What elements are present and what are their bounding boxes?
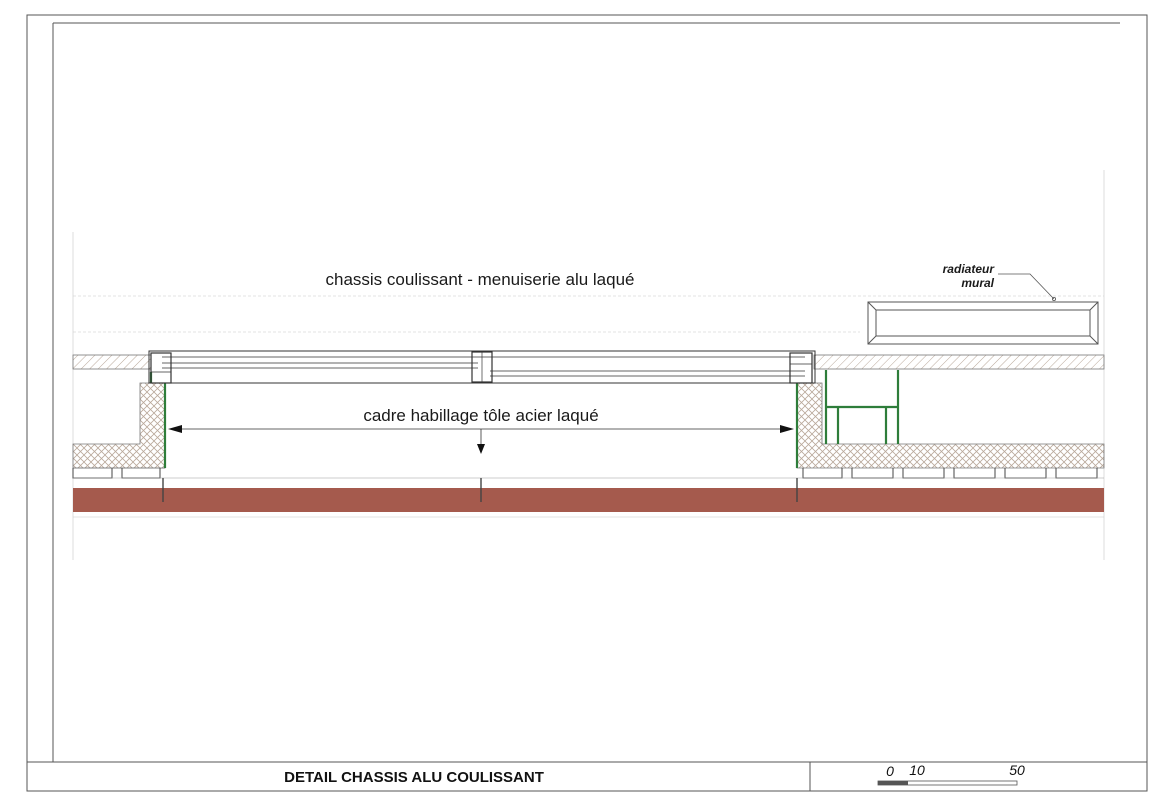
right-wall-insulation [796,382,1105,479]
wall-radiator [867,301,1099,345]
label-chassis-coulissant: chassis coulissant - menuiserie alu laqu… [326,270,635,289]
sliding-window-frame [148,350,816,384]
wall-sill [72,354,1105,370]
radiator-leader-line [998,273,1055,300]
scale-tick-10: 10 [909,762,925,778]
label-mural: mural [961,276,994,290]
scale-tick-0: 0 [886,763,894,779]
left-wall-insulation [72,382,166,479]
label-cadre-habillage: cadre habillage tôle acier laqué [363,406,598,425]
label-radiateur: radiateur [943,262,996,276]
scale-bar: 0 10 50 [877,762,1025,786]
cadre-dimension-line [168,425,794,454]
floor-slab [73,488,1104,512]
scale-tick-50: 50 [1009,762,1025,778]
drawing-title: DETAIL CHASSIS ALU COULISSANT [284,769,544,786]
anchor-bolts [162,478,798,502]
sheet-border [26,14,1148,792]
